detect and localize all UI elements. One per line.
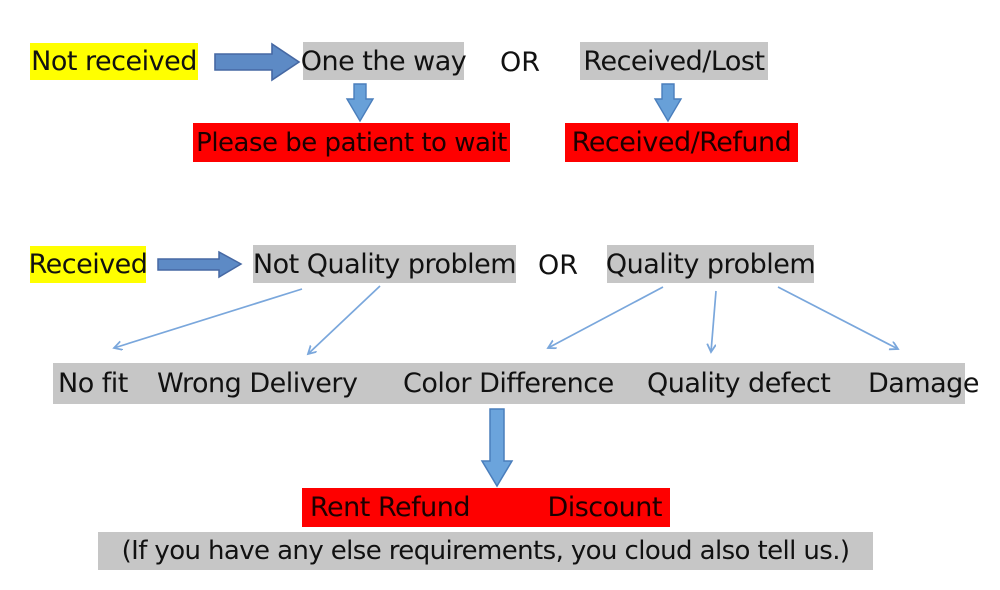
or-label: OR [500,47,541,78]
received-start: Received [29,246,148,283]
thin-arrow [548,286,664,348]
reason-color-difference: Color Difference [403,368,614,399]
arrow-down-icon [345,83,375,123]
received-refund-outcome: Received/Refund [565,123,798,162]
reason-wrong-delivery: Wrong Delivery [157,368,358,399]
discount-label: Discount [547,492,662,523]
received-lost-box: Received/Lost [580,42,768,80]
thin-arrow [711,290,717,352]
thin-arrow [114,288,303,348]
be-patient-outcome: Please be patient to wait [193,123,510,162]
quality-problem-box: Quality problem [606,245,816,283]
arrow-down-icon [653,83,683,123]
thin-arrow [777,286,898,349]
reason-no-fit: No fit [58,368,128,399]
arrow-right-icon [157,250,243,279]
not-received-start: Not received [30,43,198,80]
rent-refund-label: Rent Refund [310,492,470,523]
arrow-down-icon [480,408,514,488]
thin-arrow [308,285,381,354]
or-label: OR [538,250,579,281]
arrow-right-icon [214,42,301,82]
not-quality-problem-box: Not Quality problem [253,245,517,283]
reason-quality-defect: Quality defect [647,368,831,399]
reason-damage: Damage [868,368,979,399]
additional-requirements-note: (If you have any else requirements, you … [98,532,873,570]
refund-outcome-bar: Rent Refund Discount [302,488,670,527]
reason-band: No fit Wrong Delivery Color Difference Q… [53,363,979,404]
on-the-way-box: One the way [301,42,467,80]
